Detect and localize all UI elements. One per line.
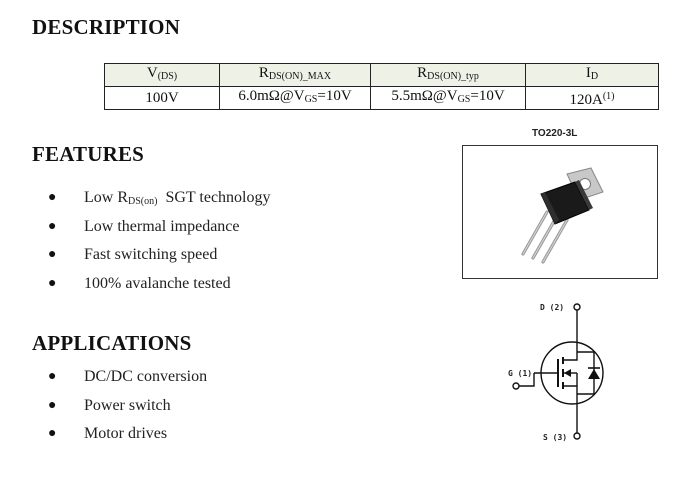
mosfet-schematic: D (2) G (1) S (3): [508, 303, 604, 442]
bullet-icon: ●: [48, 190, 57, 205]
list-item: ●Power switch: [48, 395, 207, 424]
spec-table-header-row: V(DS) RDS(ON)_MAX RDS(ON)_typ ID: [104, 63, 659, 87]
spec-header-rds-typ: RDS(ON)_typ: [370, 63, 526, 87]
source-label: S (3): [543, 433, 567, 442]
list-item: ●Motor drives: [48, 423, 207, 452]
spec-table-value-row: 100V 6.0mΩ@VGS=10V 5.5mΩ@VGS=10V 120A(1): [104, 86, 659, 110]
applications-list: ●DC/DC conversion ●Power switch ●Motor d…: [48, 366, 207, 452]
drain-terminal: [573, 303, 581, 311]
list-item: ●Fast switching speed: [48, 244, 270, 273]
spec-value-rds-max: 6.0mΩ@VGS=10V: [219, 86, 371, 110]
gate-terminal: [512, 382, 520, 390]
bullet-icon: ●: [48, 369, 57, 384]
mosfet-envelope: [540, 341, 604, 405]
spec-value-rds-typ: 5.5mΩ@VGS=10V: [370, 86, 526, 110]
spec-header-vds: V(DS): [104, 63, 220, 87]
spec-table: V(DS) RDS(ON)_MAX RDS(ON)_typ ID 100V 6.…: [104, 63, 659, 110]
bullet-icon: ●: [48, 247, 57, 263]
bullet-icon: ●: [48, 397, 57, 413]
source-terminal: [573, 432, 581, 440]
list-item: ●Low thermal impedance: [48, 216, 270, 245]
description-heading: DESCRIPTION: [32, 15, 181, 39]
gate-label: G (1): [508, 369, 532, 378]
list-item: ●Low RDS(on) SGT technology: [48, 189, 271, 207]
features-list: ●Low RDS(on) SGT technology ●Low thermal…: [48, 187, 270, 302]
drain-label: D (2): [540, 303, 564, 312]
list-item: ●DC/DC conversion: [48, 366, 207, 395]
spec-value-id: 120A(1): [525, 86, 659, 110]
features-heading: FEATURES: [32, 142, 145, 166]
bullet-icon: ●: [48, 276, 57, 292]
to220-package-illustration: [521, 167, 604, 264]
channel-arrow-icon: [564, 369, 571, 377]
spec-header-rds-max: RDS(ON)_MAX: [219, 63, 371, 87]
package-label: TO220-3L: [532, 128, 578, 139]
body-diode-icon: [588, 369, 600, 379]
spec-value-vds: 100V: [104, 86, 220, 110]
list-item: ●100% avalanche tested: [48, 273, 270, 302]
bullet-icon: ●: [48, 426, 57, 442]
package-image-frame: [462, 145, 658, 279]
applications-heading: APPLICATIONS: [32, 331, 192, 355]
spec-header-id: ID: [525, 63, 659, 87]
bullet-icon: ●: [48, 218, 57, 234]
